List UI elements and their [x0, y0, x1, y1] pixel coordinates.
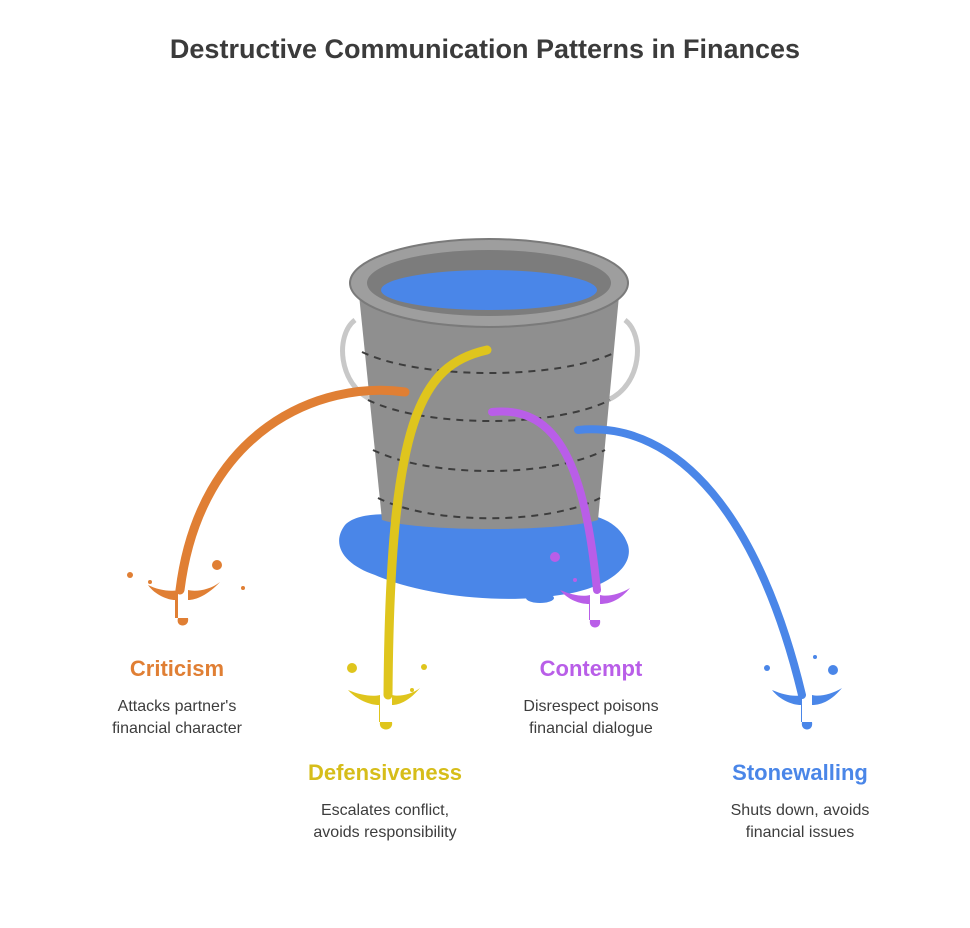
stonewalling-description: Shuts down, avoids financial issues: [730, 802, 870, 841]
defensiveness-drop: [410, 688, 414, 692]
contempt-label: Contempt Disrespect poisons financial di…: [471, 656, 711, 740]
water-puddle: [339, 513, 629, 599]
stonewalling-drop: [764, 665, 770, 671]
stonewalling-label: Stonewalling Shuts down, avoids financia…: [680, 760, 920, 844]
defensiveness-drop: [421, 664, 427, 670]
contempt-splash: [560, 588, 630, 628]
stonewalling-title: Stonewalling: [732, 760, 868, 785]
stonewalling-stream: [574, 425, 806, 699]
bucket-water-surface: [381, 270, 597, 310]
bucket-band: [372, 449, 606, 472]
criticism-description: Attacks partner's financial character: [112, 698, 242, 737]
defensiveness-drop: [347, 663, 357, 673]
bucket-body: [358, 285, 620, 529]
criticism-drop: [127, 572, 133, 578]
defensiveness-label: Defensiveness Escalates conflict, avoids…: [265, 760, 505, 844]
criticism-drop: [148, 580, 152, 584]
contempt-drop: [550, 552, 560, 562]
bucket-band: [367, 399, 611, 422]
page-title: Destructive Communication Patterns in Fi…: [169, 34, 801, 64]
defensiveness-splash: [348, 688, 420, 730]
criticism-drop: [241, 586, 245, 590]
stonewalling-drop: [828, 665, 838, 675]
defensiveness-title: Defensiveness: [307, 760, 463, 785]
defensiveness-stream: [383, 345, 492, 700]
contempt-drop: [573, 578, 577, 582]
puddle-splash: [526, 593, 554, 603]
criticism-splash: [148, 582, 220, 626]
criticism-stream: [175, 385, 410, 595]
contempt-title: Contempt: [539, 656, 643, 681]
criticism-drop: [212, 560, 222, 570]
bucket-handle-right: [606, 318, 640, 403]
bucket-band: [361, 351, 617, 374]
contempt-stream: [488, 407, 601, 594]
stonewalling-splash: [772, 688, 842, 730]
contempt-description: Disrespect poisons financial dialogue: [523, 698, 659, 737]
stonewalling-drop: [813, 655, 817, 659]
defensiveness-description: Escalates conflict, avoids responsibilit…: [313, 802, 457, 841]
criticism-title: Criticism: [129, 656, 225, 681]
criticism-label: Criticism Attacks partner's financial ch…: [57, 656, 297, 740]
